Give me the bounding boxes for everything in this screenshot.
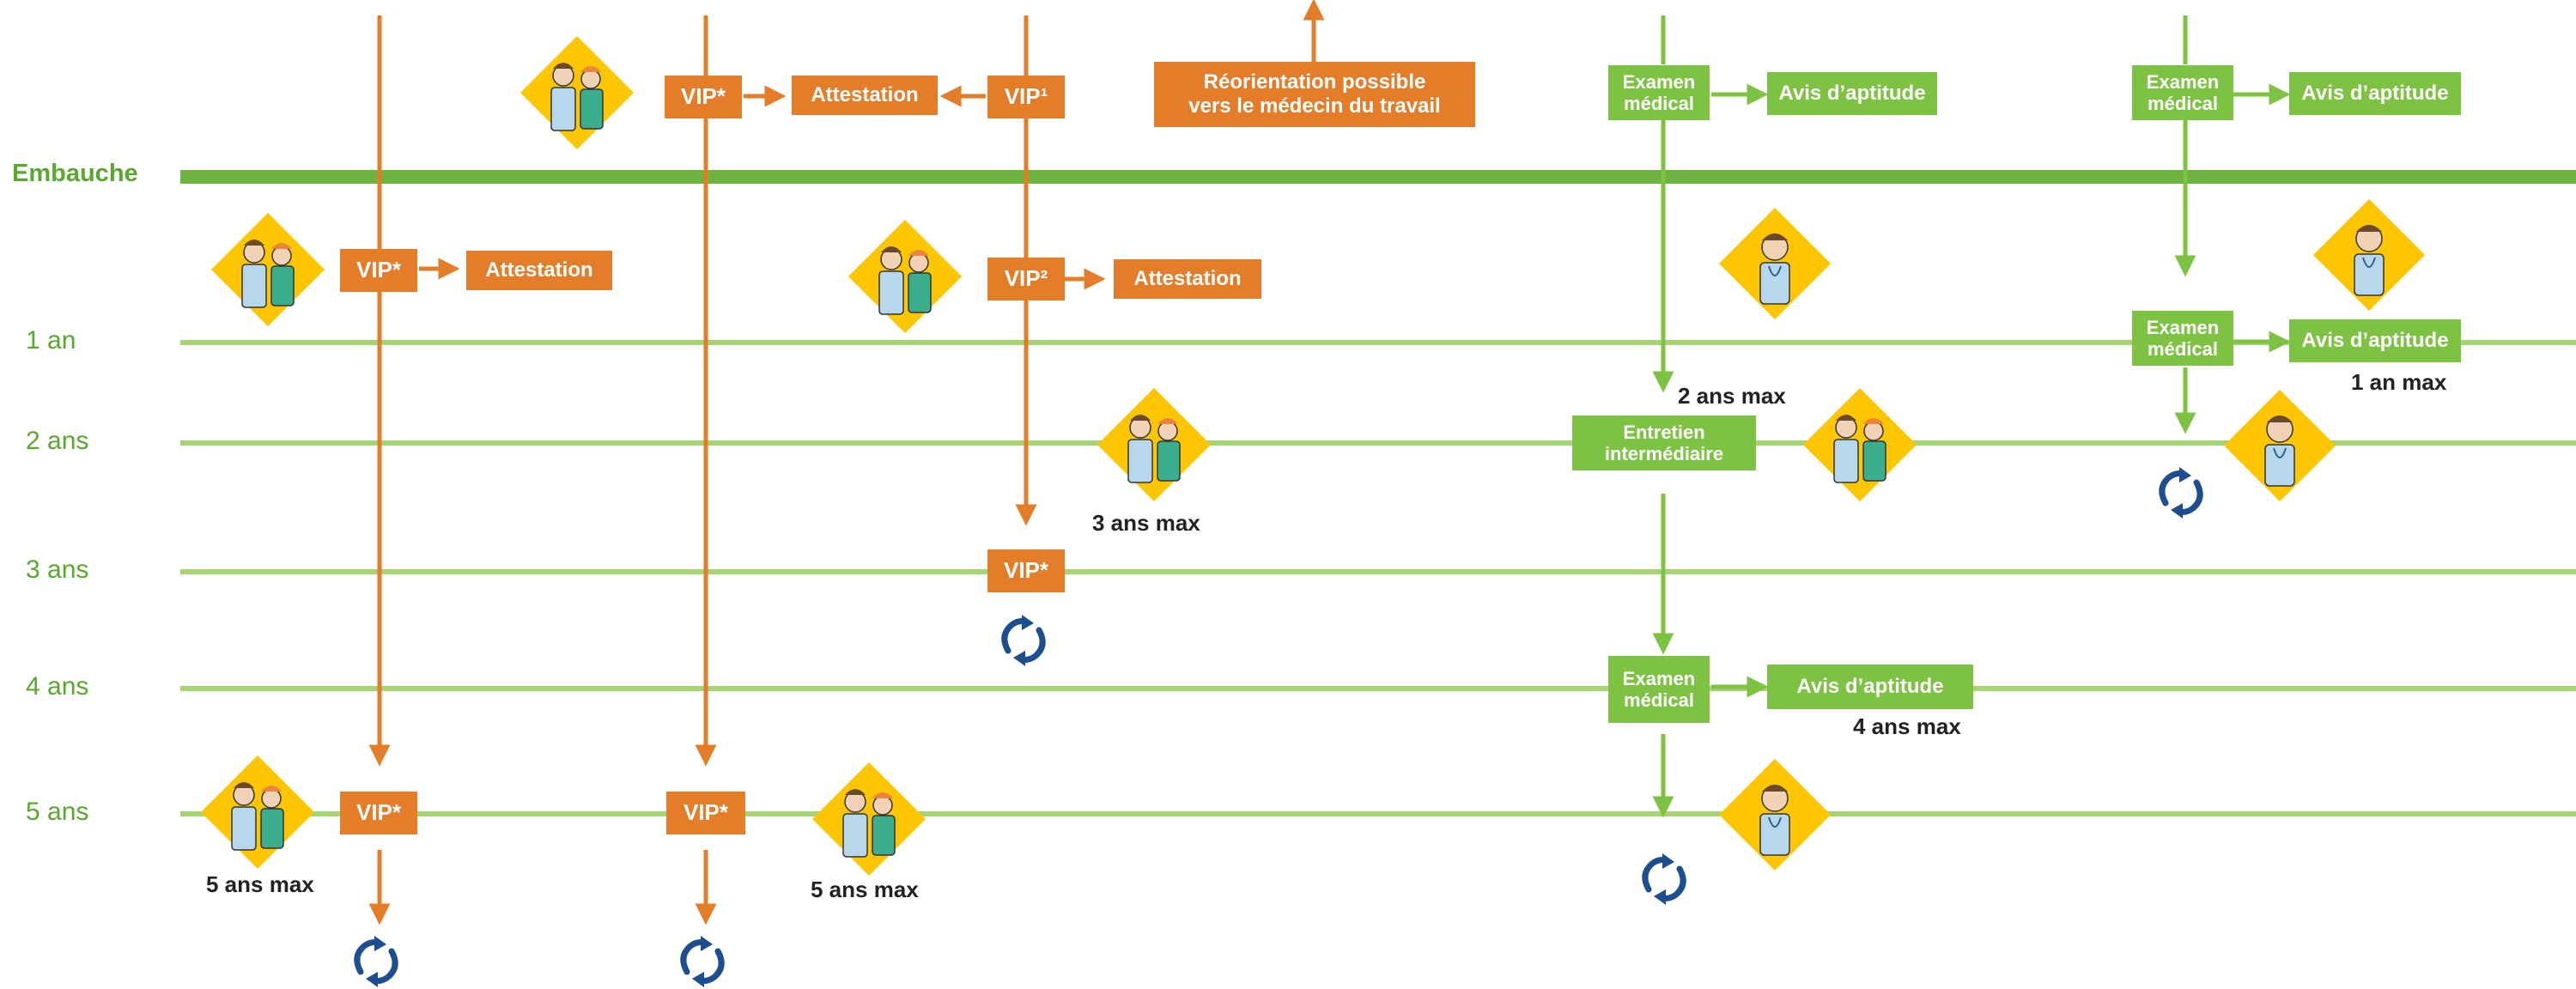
max-label-2-ans: 2 ans max [1678,383,1786,409]
vip2-box: VIP² [987,258,1065,300]
renewal-cycle-icon [1642,853,1686,905]
vip-star-box-5-ans-col1: VIP* [340,792,417,834]
avis-label: Avis d’aptitude [1778,82,1926,106]
vip-star-label: VIP* [683,799,729,826]
avis-aptitude-box-a-top: Avis d’aptitude [1767,72,1937,115]
vip-star-box-3-ans: VIP* [987,549,1065,592]
vip-star-label: VIP* [680,83,726,110]
doctor-and-nurse-icon [520,36,634,149]
examen-line1: Examen [1622,667,1696,689]
avis-aptitude-box-b-1an: Avis d’aptitude [2289,319,2461,362]
max-label-1-an: 1 an max [2351,369,2447,395]
attestation-box-top: Attestation [792,76,938,115]
examen-line2: médical [2148,93,2218,114]
renewal-cycle-icon [680,936,725,987]
row-label-4-ans: 4 ans [26,672,89,701]
attestation-label: Attestation [1133,267,1242,291]
reorientation-line2: vers le médecin du travail [1188,94,1441,118]
max-label-5-ans-col1: 5 ans max [206,871,314,897]
max-label-3-ans: 3 ans max [1092,510,1200,536]
vip-star-label: VIP* [1003,557,1049,584]
examen-line2: médical [1624,689,1694,711]
doctor-icon [1719,208,1831,319]
doctor-icon [2224,390,2336,501]
doctor-and-nurse-icon [201,755,314,869]
vip-star-box-top: VIP* [665,76,742,118]
attestation-box-col1: Attestation [466,251,612,290]
avis-label: Avis d’aptitude [1796,675,1944,699]
doctor-and-nurse-icon [1803,388,1917,501]
renewal-cycle-icon [1001,615,1046,666]
attestation-label: Attestation [811,83,919,107]
vip1-box: VIP¹ [987,76,1065,118]
avis-aptitude-box-b-top: Avis d’aptitude [2289,72,2461,115]
vip-star-label: VIP* [355,257,402,283]
row-label-5-ans: 5 ans [26,798,89,826]
examen-line2: médical [1624,93,1694,114]
vip-star-box-5-ans-col2: VIP* [666,792,745,834]
vip-star-label: VIP* [355,799,402,826]
entretien-line1: Entretien [1623,421,1705,443]
vip-star-box-col1: VIP* [340,249,417,292]
examen-line2: médical [2148,338,2218,360]
doctor-icon [2313,199,2425,311]
max-label-4-ans: 4 ans max [1853,713,1961,739]
vip1-label: VIP¹ [1004,83,1048,110]
renewal-cycle-icon [2159,467,2203,519]
avis-aptitude-box-a-4ans: Avis d’aptitude [1767,664,1973,709]
attestation-label: Attestation [485,258,593,282]
attestation-box-col3: Attestation [1114,259,1261,299]
avis-label: Avis d’aptitude [2301,329,2449,353]
reorientation-box: Réorientation possible vers le médecin d… [1154,62,1475,127]
doctor-and-nurse-icon [1097,388,1211,501]
vip2-label: VIP² [1004,265,1048,292]
doctor-and-nurse-icon [812,762,926,876]
row-label-3-ans: 3 ans [26,555,89,584]
max-label-5-ans-col2: 5 ans max [811,877,919,902]
avis-label: Avis d’aptitude [2301,82,2449,106]
entretien-line2: intermédiaire [1604,443,1724,464]
examen-line1: Examen [1622,70,1696,93]
examen-line1: Examen [2146,70,2220,93]
row-label-1-an: 1 an [26,326,76,355]
doctor-icon [1719,759,1831,871]
renewal-cycle-icon [354,936,398,987]
doctor-and-nurse-icon [848,220,962,333]
doctor-and-nurse-icon [211,213,325,326]
row-label-2-ans: 2 ans [26,427,89,455]
reorientation-line1: Réorientation possible [1203,70,1426,94]
row-label-embauche: Embauche [12,160,138,187]
examen-line1: Examen [2146,316,2220,338]
